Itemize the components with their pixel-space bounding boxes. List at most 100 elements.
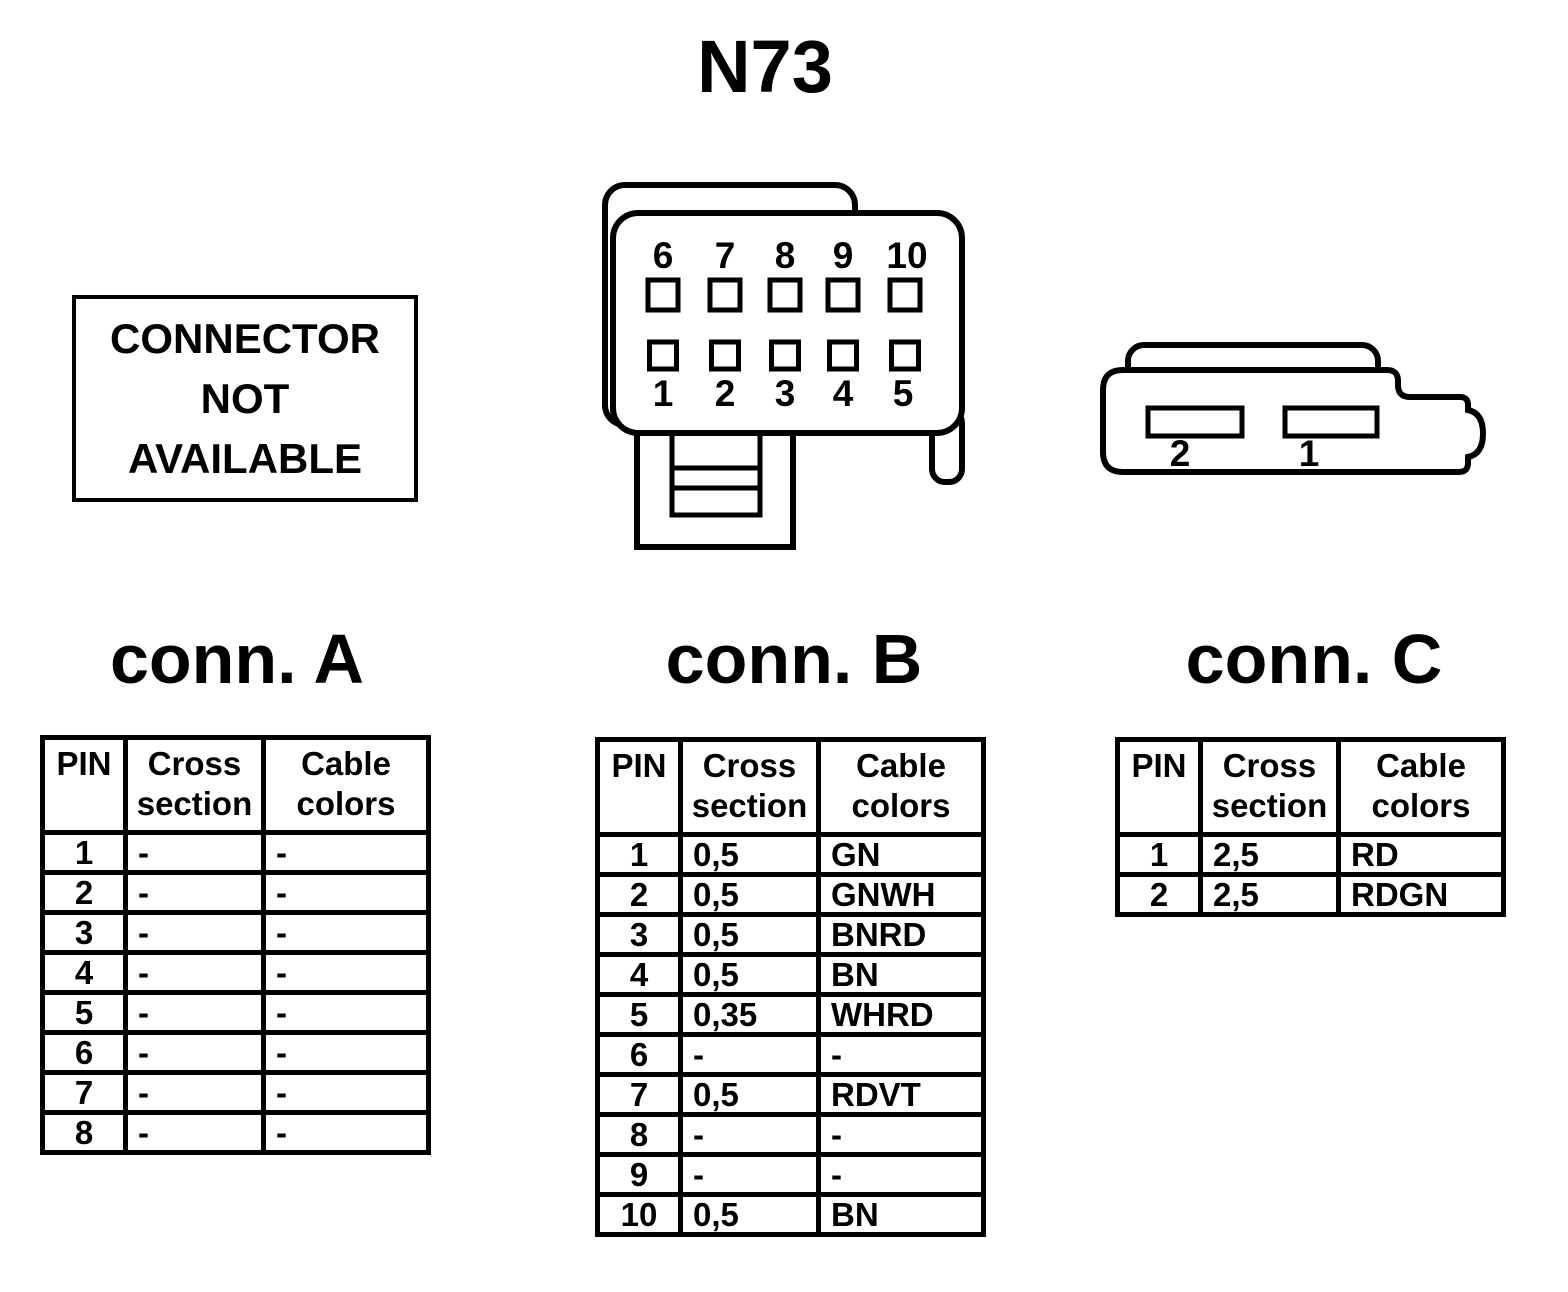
table-cell: 2,5 [1198,832,1341,877]
conn-c-heading: conn. C [1185,620,1443,698]
table-row: 9-- [595,1152,986,1197]
table-cell: 9 [595,1152,683,1197]
table-cell: - [261,1070,431,1115]
table-cell: 0,5 [678,912,821,957]
table-row: 6-- [40,1030,431,1075]
table-cell: - [261,910,431,955]
connector-c-drawing-icon: 2 1 [1100,342,1487,475]
column-header: PIN [595,737,683,837]
table-cell: 1 [1115,832,1203,877]
column-header: Cable colors [261,735,431,835]
pin-label-5: 5 [893,373,914,414]
pin-slot-10 [887,277,923,313]
table-cell: 5 [40,990,128,1035]
column-header: PIN [40,735,128,835]
table-cell: 2 [1115,872,1203,917]
table-cell: 0,5 [678,1072,821,1117]
table-cell: - [261,1110,431,1155]
table-row: 4-- [40,950,431,995]
pin-slot-4 [827,339,859,372]
column-header: Cross section [123,735,266,835]
table-cell: - [123,1070,266,1115]
pin-slot-3 [769,339,801,372]
table-cell: BNRD [816,912,986,957]
table-cell: - [123,950,266,995]
page-title: N73 [697,25,833,108]
table-cell: - [123,990,266,1035]
connector-b-drawing-icon: 6 7 8 9 10 1 2 3 4 5 [602,182,965,550]
pin-slot-1 [647,339,679,372]
table-cell: - [123,870,266,915]
pin-slot-1 [1282,405,1380,439]
table-cell: 0,5 [678,872,821,917]
table-cell: - [816,1032,986,1077]
table-cell: 7 [595,1072,683,1117]
table-cell: 0,5 [678,832,821,877]
table-cell: 1 [40,830,128,875]
column-header: PIN [1115,737,1203,837]
table-cell: RD [1336,832,1506,877]
pin-label-1: 1 [653,373,674,414]
pin-slot-2 [709,339,741,372]
pin-label-8: 8 [775,235,796,276]
pin-label-2: 2 [1170,433,1191,474]
table-cell: WHRD [816,992,986,1037]
table-cell: - [678,1032,821,1077]
table-cell: - [678,1112,821,1157]
table-row: 8-- [40,1110,431,1155]
pin-slot-6 [645,277,681,313]
table-cell: - [678,1152,821,1197]
pin-label-2: 2 [715,373,736,414]
pin-slot-5 [889,339,921,372]
table-row: 2-- [40,870,431,915]
table-cell: - [816,1152,986,1197]
table-cell: 8 [40,1110,128,1155]
table-cell: RDGN [1336,872,1506,917]
connector-not-available-text: CONNECTOR NOT AVAILABLE [110,314,380,482]
table-row: 8-- [595,1112,986,1157]
table-cell: - [261,830,431,875]
table-cell: - [261,870,431,915]
table-cell: 4 [595,952,683,997]
pin-label-10: 10 [886,235,927,276]
table-cell: 3 [595,912,683,957]
pin-label-7: 7 [715,235,736,276]
pin-slot-8 [767,277,803,313]
connector-b-body [610,210,965,436]
table-cell: BN [816,952,986,997]
table-cell: - [123,1030,266,1075]
table-row: 3-- [40,910,431,955]
table-cell: - [261,1030,431,1075]
table-row: 6-- [595,1032,986,1077]
table-cell: - [123,910,266,955]
table-cell: GN [816,832,986,877]
table-cell: 0,35 [678,992,821,1037]
conn-a-heading: conn. A [109,620,365,698]
column-header: Cross section [678,737,821,837]
table-cell: 0,5 [678,952,821,997]
pin-slot-9 [825,277,861,313]
table-cell: 4 [40,950,128,995]
table-cell: 0,5 [678,1192,821,1237]
table-cell: - [816,1112,986,1157]
pin-label-3: 3 [775,373,796,414]
table-cell: 8 [595,1112,683,1157]
pin-label-4: 4 [833,373,854,414]
table-cell: RDVT [816,1072,986,1117]
pin-label-6: 6 [653,235,674,276]
column-header: Cable colors [1336,737,1506,837]
table-cell: 6 [40,1030,128,1075]
